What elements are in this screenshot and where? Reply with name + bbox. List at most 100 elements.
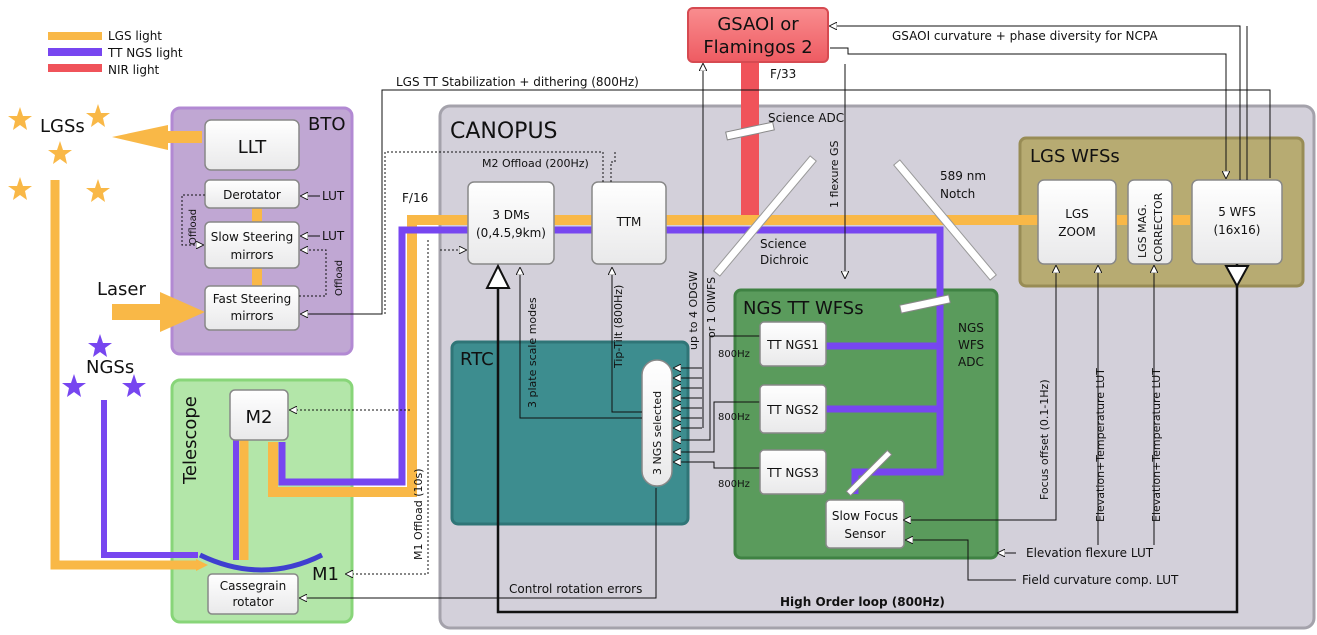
ngs-star-icon xyxy=(122,374,146,397)
dichroic-label-2: Dichroic xyxy=(760,253,809,267)
lgs-star-icon xyxy=(86,179,110,202)
cassegrain-label-2: rotator xyxy=(232,595,273,609)
offload-left-label: Offload xyxy=(188,209,199,245)
gsaoi-label-2: Flamingos 2 xyxy=(703,37,812,58)
plate-modes-label: 3 plate scale modes xyxy=(526,297,539,408)
lgs-star-icon xyxy=(8,177,32,200)
llt-box xyxy=(204,119,300,171)
lgs-stars xyxy=(8,104,110,202)
control-rot-path xyxy=(300,488,657,598)
ngs-adc-label-1: NGS xyxy=(958,321,984,335)
lgs-source-label: LGSs xyxy=(40,116,85,137)
m1-mirror xyxy=(198,552,324,573)
gsaoi-box xyxy=(687,7,829,63)
lgs-star-icon xyxy=(86,104,110,127)
ngs-selected-label: 3 NGS selected xyxy=(651,391,664,475)
slow-focus-label-1: Slow Focus xyxy=(832,509,898,523)
offload-right-path xyxy=(299,250,327,297)
tt-ngs2-box xyxy=(759,384,827,434)
five-wfs-label-2: (16x16) xyxy=(1213,223,1260,237)
elev-flex-label: Elevation flexure LUT xyxy=(1026,546,1154,560)
f16-label: F/16 xyxy=(402,191,428,205)
offload-left-path xyxy=(181,194,205,245)
elev-temp-label-2: Elevation+Temperature LUT xyxy=(1150,368,1163,522)
f33-label: F/33 xyxy=(770,67,796,81)
m2-offload-path xyxy=(384,151,604,315)
lgs-star-icon xyxy=(48,141,72,164)
ngs-selected-box xyxy=(641,359,673,487)
five-wfs-box xyxy=(1191,179,1283,265)
legend-nir-swatch xyxy=(48,64,102,72)
slow-steering-box xyxy=(204,221,300,269)
m2-offload-label: M2 Offload (200Hz) xyxy=(482,157,589,170)
lut-label-2: LUT xyxy=(322,229,345,243)
science-dichroic xyxy=(713,155,817,277)
slow-focus-box xyxy=(825,499,905,549)
lgs-tt-path xyxy=(301,89,1271,314)
lgs-arrows xyxy=(112,125,208,571)
offload-right-label: Offload xyxy=(334,260,345,296)
lgs-mag-label-1: LGS MAG. xyxy=(1136,204,1149,258)
high-order-path xyxy=(496,264,1239,614)
gsaoi-curvature-path xyxy=(830,26,1241,180)
legend: LGS light TT NGS light NIR light xyxy=(48,29,183,77)
gsaoi-label-1: GSAOI or xyxy=(717,14,799,35)
ttm-box xyxy=(591,181,667,265)
ngs-pickoff-mirror xyxy=(845,449,893,497)
slow-steering-label-1: Slow Steering xyxy=(211,230,294,244)
fast-steering-box xyxy=(204,285,300,331)
ngs-selected-inputs xyxy=(674,335,762,469)
ngs-star-icon xyxy=(88,334,112,357)
tiptilt-label: Tip-Tilt (800Hz) xyxy=(612,285,625,369)
science-adc-label: Science ADC xyxy=(768,111,844,125)
m2-label: M2 xyxy=(246,407,273,428)
llt-label: LLT xyxy=(238,137,268,158)
canopus-title: CANOPUS xyxy=(450,119,558,144)
slow-focus-label-2: Sensor xyxy=(844,527,885,541)
lgs-zoom-label-1: LGS xyxy=(1065,207,1089,221)
rtc-title: RTC xyxy=(460,349,494,370)
focus-offset-path xyxy=(904,266,1056,520)
lgs-mag-label-2: CORRECTOR xyxy=(1152,192,1165,262)
focus-offset-label: Focus offset (0.1-1Hz) xyxy=(1038,379,1051,500)
ttm-label: TTM xyxy=(616,215,642,229)
bto-title: BTO xyxy=(308,114,346,135)
high-order-wfs-arrowhead xyxy=(1224,265,1250,289)
notch-label-2: Notch xyxy=(940,187,975,201)
m1-offload-label: M1 Offload (10s) xyxy=(412,468,425,560)
tt-ngs2-label: TT NGS2 xyxy=(766,403,819,417)
notch-label-1: 589 nm xyxy=(940,169,986,183)
lgs-mag-corrector-box xyxy=(1127,179,1173,265)
telescope-title: Telescope xyxy=(180,396,201,485)
rate3-label: 800Hz xyxy=(718,479,750,490)
field-curv-label: Field curvature comp. LUT xyxy=(1022,573,1179,587)
lut-label-1: LUT xyxy=(322,189,345,203)
lgs-zoom-box xyxy=(1037,179,1117,265)
cassegrain-rotator-box xyxy=(207,573,299,615)
oiwfs-label: or 1 OIWFS xyxy=(705,277,718,338)
lgs-tt-label: LGS TT Stabilization + dithering (800Hz) xyxy=(396,75,639,89)
legend-tt-label: TT NGS light xyxy=(107,46,183,60)
legend-tt-swatch xyxy=(48,48,102,56)
ngs-star-icon xyxy=(62,374,86,397)
gsaoi-curvature-label: GSAOI curvature + phase diversity for NC… xyxy=(892,29,1158,43)
rtc-panel xyxy=(450,340,690,526)
tt-ngs3-label: TT NGS3 xyxy=(766,466,819,480)
m2-box xyxy=(229,389,289,441)
lgs-zoom-label-2: ZOOM xyxy=(1058,225,1095,239)
ncpa-path xyxy=(830,47,1226,178)
fast-steering-label-1: Fast Steering xyxy=(213,292,292,306)
dms-label-1: 3 DMs xyxy=(492,208,529,222)
odgw-label: up to 4 ODGW xyxy=(687,271,700,350)
legend-lgs-label: LGS light xyxy=(108,29,162,43)
rate1-label: 800Hz xyxy=(718,349,750,360)
ngs-stars xyxy=(62,334,146,397)
tt-ngs3-box xyxy=(759,449,827,495)
ngs-adc-label-2: WFS xyxy=(958,338,984,352)
slow-steering-label-2: mirrors xyxy=(231,248,274,262)
dms-label-2: (0,4.5,9km) xyxy=(476,226,546,240)
m1-offload-path xyxy=(346,240,429,574)
derotator-label: Derotator xyxy=(223,188,281,202)
high-order-label: High Order loop (800Hz) xyxy=(780,595,945,609)
